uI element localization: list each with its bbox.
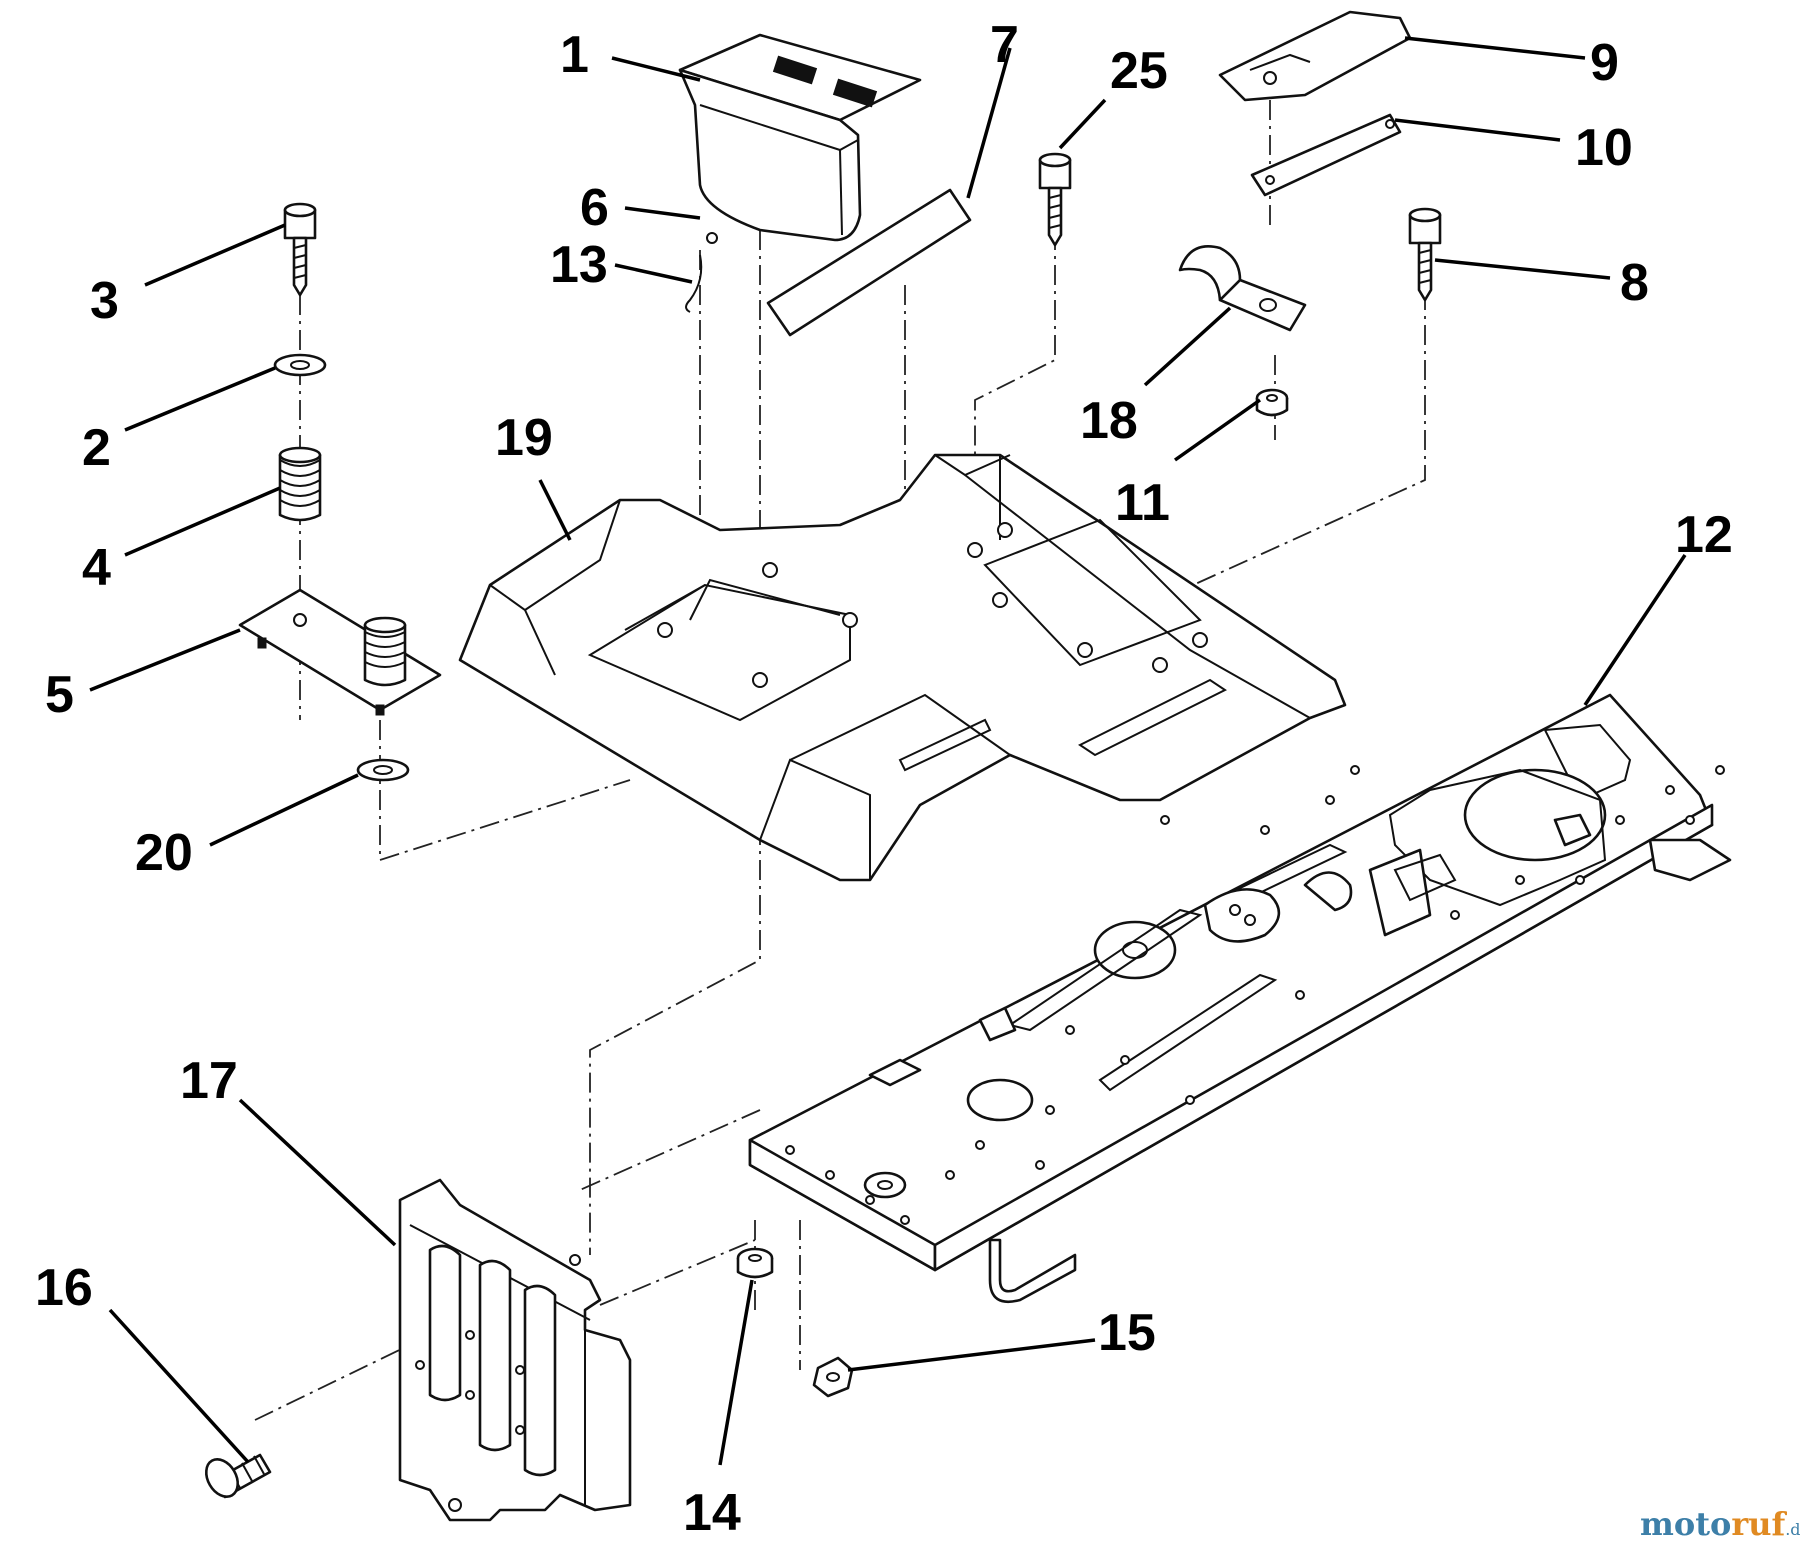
washer-20 (356, 758, 410, 782)
callout-labels: 1 7 25 9 10 8 6 13 3 2 4 5 20 19 18 11 1… (35, 16, 1733, 1542)
watermark-part-a: moto (1640, 1505, 1731, 1543)
nut-14 (736, 1247, 774, 1279)
callout-10: 10 (1575, 119, 1633, 177)
callout-2: 2 (82, 419, 111, 477)
callout-6: 6 (580, 179, 609, 237)
front-bracket-plate (398, 1178, 632, 1522)
spring-mount-plate (238, 588, 442, 716)
washer-2 (273, 353, 327, 377)
watermark-part-b: ruf (1731, 1505, 1787, 1543)
pipe-clamp (1178, 245, 1307, 332)
callout-25: 25 (1110, 42, 1168, 100)
watermark-logo: motoruf.de (1640, 1505, 1800, 1543)
callout-16: 16 (35, 1259, 93, 1317)
callout-3: 3 (90, 272, 119, 330)
callout-8: 8 (1620, 254, 1649, 312)
callout-19: 19 (495, 409, 553, 467)
bracket-plate (1250, 113, 1402, 197)
bolt-3 (283, 202, 317, 297)
nut-11 (1255, 388, 1289, 417)
callout-17: 17 (180, 1052, 238, 1110)
callout-20: 20 (135, 824, 193, 882)
spring-4 (278, 446, 322, 522)
svg-text:motoruf.de: motoruf.de (1640, 1505, 1800, 1543)
fender-body-panel (458, 453, 1347, 882)
bolt-8 (1408, 207, 1442, 302)
callout-15: 15 (1098, 1304, 1156, 1362)
bolt-25 (1038, 152, 1072, 247)
leader-lines (89, 36, 1687, 1466)
callout-9: 9 (1590, 34, 1619, 92)
callout-1: 1 (560, 26, 589, 84)
nut-15 (812, 1356, 854, 1398)
trim-plate (1218, 10, 1412, 102)
callout-4: 4 (82, 539, 111, 597)
watermark-suffix: .de (1785, 1520, 1800, 1539)
callout-11: 11 (1115, 474, 1170, 532)
pin-and-clip (685, 232, 718, 313)
seat-console-tray (678, 33, 922, 242)
main-frame-chassis (748, 693, 1732, 1304)
callout-7: 7 (990, 16, 1019, 74)
callout-12: 12 (1675, 506, 1733, 564)
callout-13: 13 (550, 236, 608, 294)
callout-5: 5 (45, 666, 74, 724)
callout-14: 14 (683, 1484, 741, 1542)
bolt-16 (204, 1453, 272, 1499)
callout-18: 18 (1080, 392, 1138, 450)
decal-strip (766, 188, 972, 337)
